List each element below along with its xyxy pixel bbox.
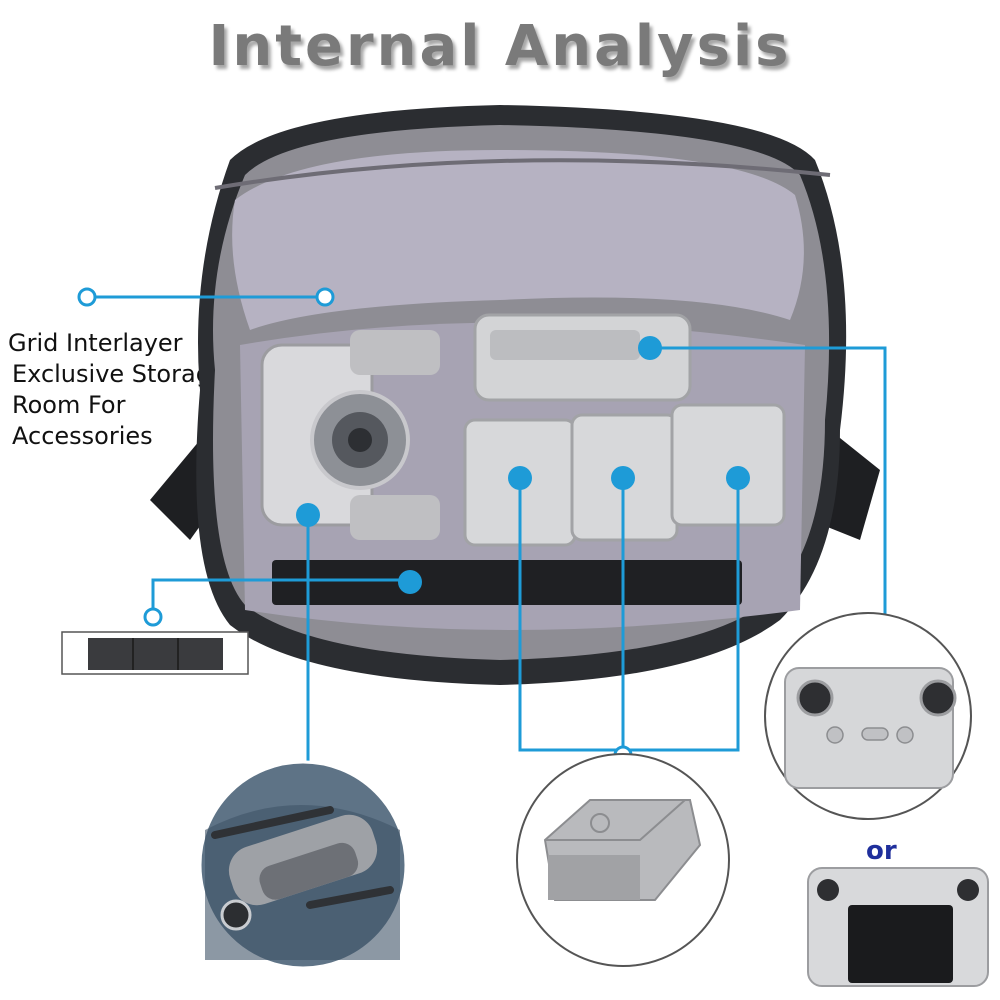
page-title: Internal Analysis [208,14,792,79]
folded-drone [260,330,440,540]
grid-interlayer-callout: Grid Interlayer Exclusive Storage Room F… [8,328,226,452]
or-label: or [866,836,897,866]
remote-controller-circle [764,612,972,820]
screen-controller [807,867,989,987]
drone-photo-circle [198,760,408,970]
battery-photo-circle [516,753,730,967]
propeller-inset [61,631,249,675]
controller-slot [473,313,692,402]
callout-line-2: Exclusive Storage [12,360,226,388]
callout-line-3: Room For [12,391,126,419]
callout-line-4: Accessories [12,422,153,450]
callout-line-1: Grid Interlayer [8,329,183,357]
grid-interlayer-bar [272,560,742,605]
